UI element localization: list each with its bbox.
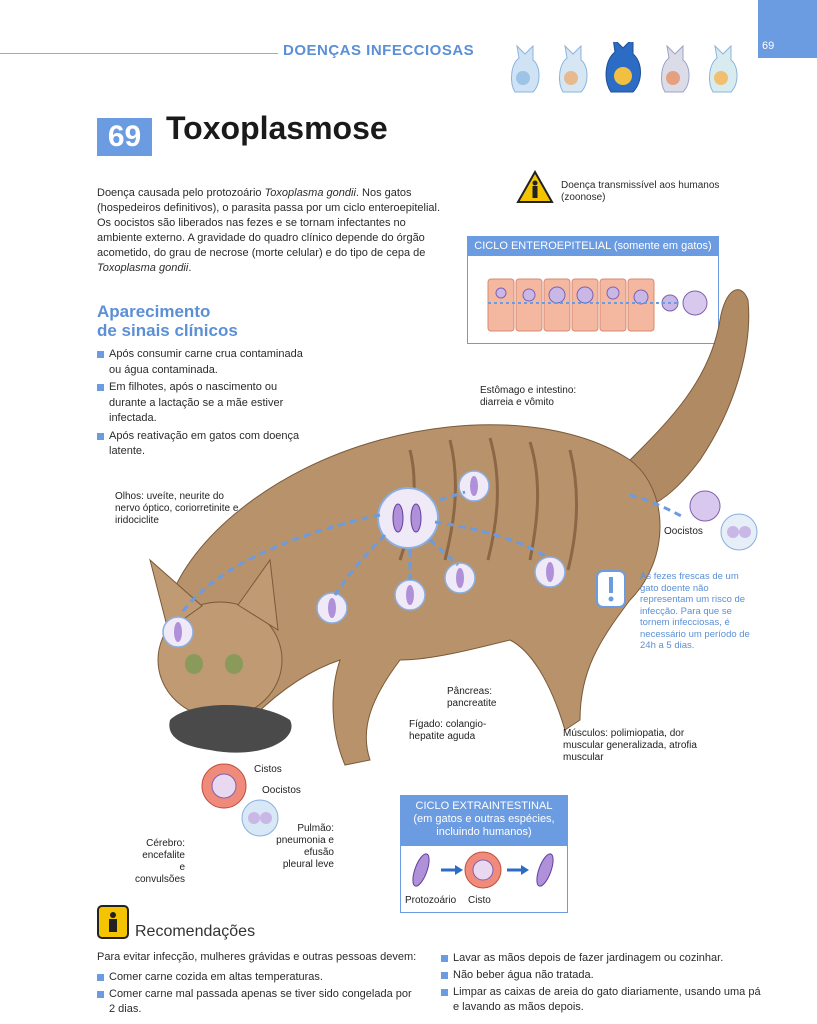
label-muscles: Músculos: polimiopatia, dor muscular gen… <box>563 728 697 763</box>
cat-illustration <box>149 289 750 766</box>
cat-icon-3-active <box>605 42 641 93</box>
oocysts-right-illustration <box>689 490 758 551</box>
label-brain: Cérebro: encefalite e convulsões <box>135 838 186 885</box>
warning-human-icon <box>516 170 554 203</box>
list-item: Comer carne cozida em altas temperaturas… <box>97 970 417 985</box>
category-icons <box>511 42 738 93</box>
intro-paragraph: Doença causada pelo protozoário Toxoplas… <box>97 187 441 274</box>
page-tab <box>758 0 817 58</box>
label-oocysts-right: Oocistos <box>664 526 703 537</box>
label-oocysts-left: Oocistos <box>262 785 301 796</box>
enteroepithelial-cycle-title: CICLO ENTEROEPITELIAL (somente em gatos) <box>468 237 718 256</box>
list-item: Comer carne mal passada apenas se tiver … <box>97 987 417 1017</box>
label-cysts: Cistos <box>254 764 282 775</box>
cat-icon-5 <box>709 44 738 93</box>
cat-icon-4 <box>661 44 690 93</box>
page-number: 69 <box>762 40 775 52</box>
cat-icon-2 <box>559 44 588 93</box>
cat-icon-1 <box>511 44 540 93</box>
label-lung: Pulmão: pneumonia e efusão pleural leve <box>276 823 334 870</box>
extraintestinal-cycle-title: CICLO EXTRAINTESTINAL (em gatos e outras… <box>401 796 567 846</box>
label-eyes: Olhos: uveíte, neurite do nervo óptico, … <box>115 491 239 526</box>
list-item: Lavar as mãos depois de fazer jardinagem… <box>441 951 761 966</box>
clinical-signs-list: Após consumir carne crua contaminada ou … <box>97 347 312 462</box>
recommendations-intro: Para evitar infecção, mulheres grávidas … <box>97 951 417 963</box>
recommendations-list-left: Comer carne cozida em altas temperaturas… <box>97 970 417 1019</box>
extraintestinal-illustration <box>412 851 554 889</box>
label-pancreas: Pâncreas: pancreatite <box>447 686 497 709</box>
extraintestinal-cycle-box: CICLO EXTRAINTESTINAL (em gatos e outras… <box>400 795 568 913</box>
intestinal-cells-illustration <box>487 278 708 332</box>
cysts-oocysts-illustration <box>201 763 279 837</box>
recommendations-heading: Recomendações <box>135 923 256 940</box>
recommendation-icon <box>97 905 129 939</box>
section-title: DOENÇAS INFECCIOSAS <box>283 42 475 59</box>
label-liver: Fígado: colangio-hepatite aguda <box>409 719 487 742</box>
page-title: Toxoplasmose <box>166 110 388 146</box>
enteroepithelial-cycle-box: CICLO ENTEROEPITELIAL (somente em gatos) <box>467 236 719 344</box>
zoonosis-warning: Doença transmissível aos humanos (zoonos… <box>561 180 720 203</box>
chapter-number-badge: 69 <box>97 118 152 156</box>
list-item: Limpar as caixas de areia do gato diaria… <box>441 985 761 1015</box>
label-protozoa: Protozoário <box>405 895 457 906</box>
list-item: Após consumir carne crua contaminada ou … <box>97 347 312 378</box>
label-stomach: Estômago e intestino: diarreia e vômito <box>480 385 577 408</box>
list-item: Em filhotes, após o nascimento ou durant… <box>97 380 312 427</box>
label-cyst: Cisto <box>468 895 491 906</box>
section-divider-line <box>0 53 278 54</box>
recommendations-list-right: Lavar as mãos depois de fazer jardinagem… <box>441 951 761 1017</box>
clinical-signs-heading: Aparecimento de sinais clínicos <box>97 302 238 340</box>
list-item: Não beber água não tratada. <box>441 968 761 983</box>
list-item: Após reativação em gatos com doença late… <box>97 429 312 460</box>
info-exclamation-icon <box>596 570 626 608</box>
fresh-feces-note: As fezes frescas de um gato doente não r… <box>640 571 750 651</box>
